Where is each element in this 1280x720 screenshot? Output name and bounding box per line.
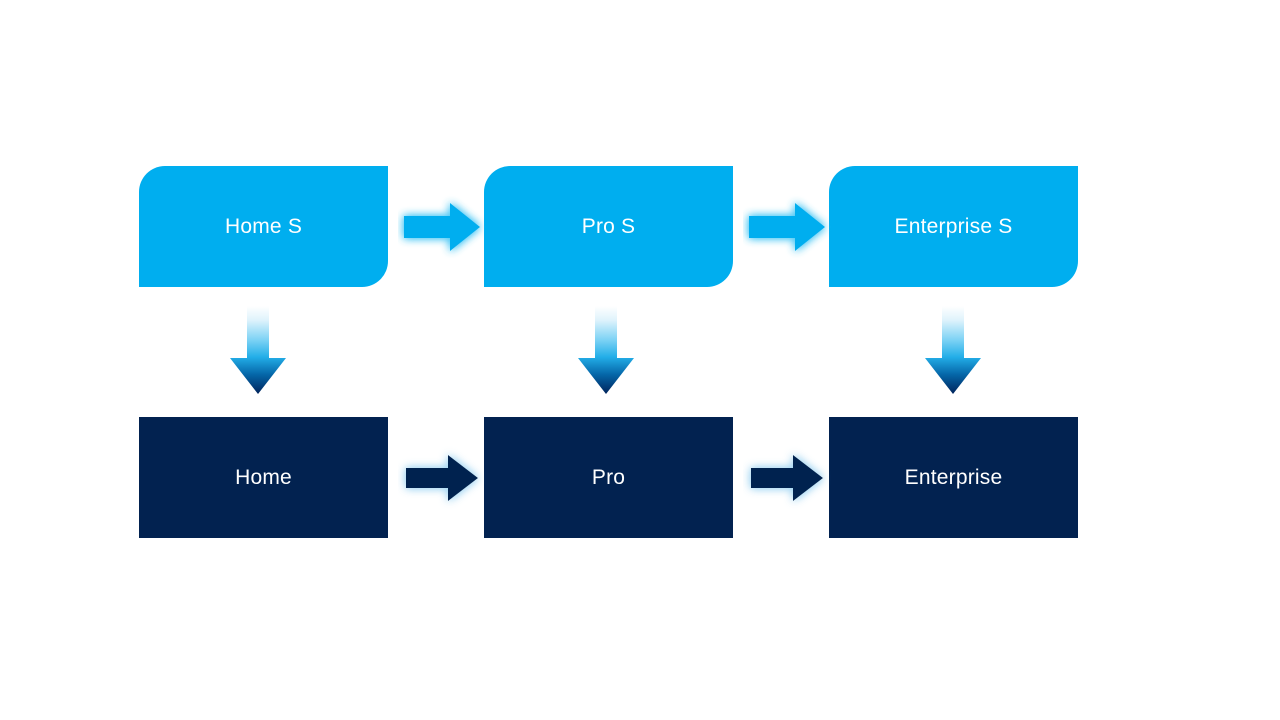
node-home-label: Home [235,465,292,489]
node-enterprise-label: Enterprise [904,465,1003,489]
arrow-right-icon-home-to-pro [398,442,486,514]
arrow-right-icon-pro-to-enterprise [743,442,831,514]
arrow-right-icon-pro-s-to-enterprise-s [743,191,831,263]
arrow-down-icon-enterprise-s-to-enterprise [920,302,986,402]
node-home-s[interactable]: Home S [139,166,388,287]
node-enterprise-s[interactable]: Enterprise S [829,166,1078,287]
node-pro-s[interactable]: Pro S [484,166,733,287]
node-pro-s-label: Pro S [581,214,636,238]
arrow-down-icon-pro-s-to-pro [573,302,639,402]
node-enterprise[interactable]: Enterprise [829,417,1078,538]
node-home[interactable]: Home [139,417,388,538]
node-pro[interactable]: Pro [484,417,733,538]
arrow-right-icon-home-s-to-pro-s [398,191,486,263]
node-home-s-label: Home S [224,214,303,238]
node-enterprise-s-label: Enterprise S [894,214,1013,238]
node-pro-label: Pro [591,465,626,489]
arrow-down-icon-home-s-to-home [225,302,291,402]
